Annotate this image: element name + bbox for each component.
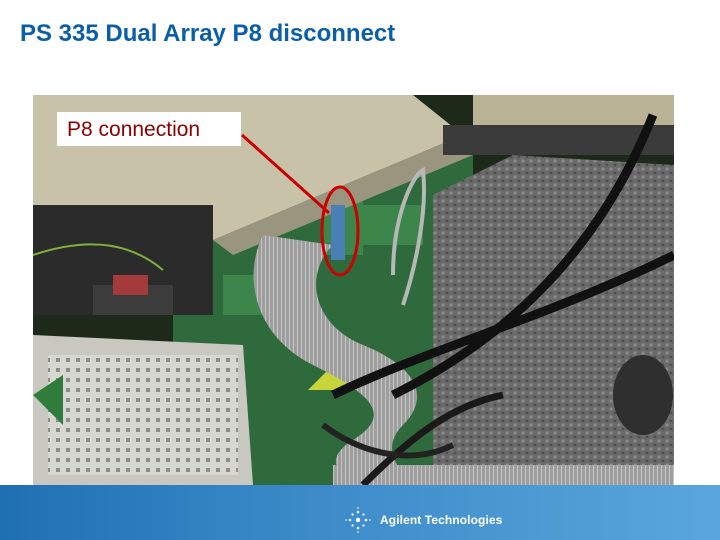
foam-block [433, 155, 674, 485]
callout-arrow [240, 133, 331, 215]
p8-connector [331, 205, 345, 260]
ribbon-cable [253, 235, 418, 485]
company-logo: Agilent Technologies [344, 506, 502, 534]
callout-ellipse [320, 185, 360, 277]
hardware-photo: P8 connection [33, 95, 674, 485]
agilent-spark-icon [345, 507, 371, 533]
callout-label: P8 connection [67, 118, 200, 141]
footer-bar [0, 485, 720, 540]
slide-title: PS 335 Dual Array P8 disconnect [20, 20, 396, 47]
logo-text: Agilent Technologies [380, 513, 503, 527]
